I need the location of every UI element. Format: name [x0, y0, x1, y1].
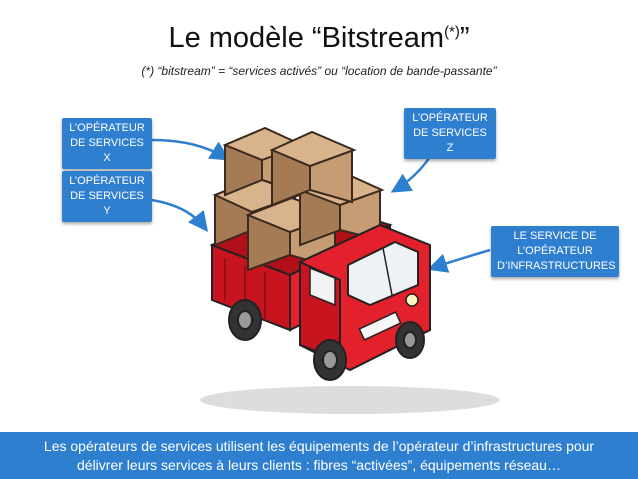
label-operator-y-line1: L’OPÉRATEUR: [68, 174, 146, 189]
label-operator-z-line2: DE SERVICES Z: [410, 126, 490, 156]
arrow-infrastructure: [432, 250, 490, 268]
label-operator-x: L’OPÉRATEUR DE SERVICES X: [62, 118, 152, 169]
label-operator-z: L’OPÉRATEUR DE SERVICES Z: [404, 108, 496, 159]
footer-banner: Les opérateurs de services utilisent les…: [0, 432, 638, 479]
label-operator-z-line1: L’OPÉRATEUR: [410, 111, 490, 126]
label-infrastructure-line3: D’INFRASTRUCTURES: [497, 259, 613, 274]
label-operator-y-line2: DE SERVICES Y: [68, 189, 146, 219]
footer-line1: Les opérateurs de services utilisent les…: [0, 437, 638, 456]
label-infrastructure-line1: LE SERVICE DE: [497, 229, 613, 244]
arrow-operator-x: [152, 140, 226, 158]
label-infrastructure-line2: L’OPÉRATEUR: [497, 244, 613, 259]
arrow-operator-y: [152, 200, 205, 228]
label-operator-x-line1: L’OPÉRATEUR: [68, 121, 146, 136]
label-operator-y: L’OPÉRATEUR DE SERVICES Y: [62, 171, 152, 222]
label-infrastructure: LE SERVICE DE L’OPÉRATEUR D’INFRASTRUCTU…: [491, 226, 619, 277]
label-operator-x-line2: DE SERVICES X: [68, 136, 146, 166]
footer-line2: délivrer leurs services à leurs clients …: [0, 456, 638, 475]
